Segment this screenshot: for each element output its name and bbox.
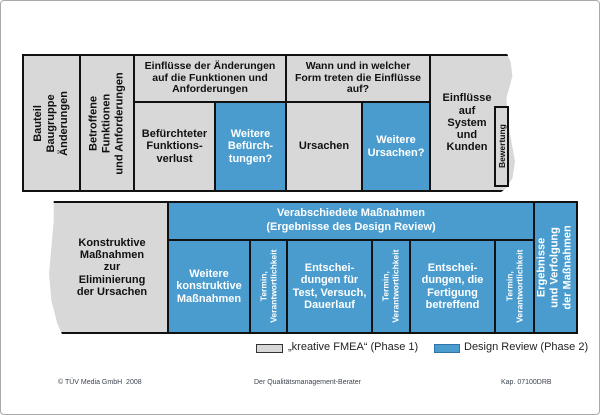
cell-konstruktive-massnahmen: Konstruktive Maßnahmen zur Eliminierung … (49, 201, 167, 334)
cell-entscheidungen-test-label: Entschei- dungen für Test, Versuch, Daue… (292, 261, 367, 311)
cell-befuerchteter-funktionsverlust-label: Befürchteter Funktions- verlust (141, 128, 208, 165)
header-wann-einfluesse: Wann und in welcher Form treten die Einf… (285, 54, 429, 101)
cell-weitere-befuerchtungen: Weitere Befürch- tungen? (214, 101, 285, 192)
cell-bewertung-label: Bewertung (496, 124, 507, 169)
cell-termin-1: Termin, Verantwortlichkeit (249, 239, 286, 334)
cell-entscheidungen-fertigung-label: Entschei- dungen, die Fertigung betreffe… (421, 261, 484, 311)
cell-bauteil: Bauteil Baugruppe Änderungen (22, 54, 79, 192)
cell-ursachen: Ursachen (285, 101, 361, 192)
cell-termin-2-label: Termin, Verantwortlichkeit (380, 249, 401, 324)
cell-konstruktive-massnahmen-label: Konstruktive Maßnahmen zur Eliminierung … (76, 236, 148, 298)
header-verabschiedete-massnahmen-label: Verabschiedete Maßnahmen (Ergebnisse des… (266, 207, 436, 233)
cell-weitere-ursachen-label: Weitere Ursachen? (367, 134, 425, 159)
footer-copyright: © TÜV Media GmbH 2008 (58, 379, 142, 386)
cell-entscheidungen-test: Entschei- dungen für Test, Versuch, Daue… (286, 239, 371, 334)
header-einfluesse-aenderungen: Einflüsse der Änderungen auf die Funktio… (133, 54, 285, 101)
cell-ursachen-label: Ursachen (298, 140, 350, 153)
legend-phase1-swatch (256, 344, 283, 353)
cell-weitere-konstruktive-label: Weitere konstruktive Maßnahmen (176, 268, 242, 305)
cell-weitere-konstruktive: Weitere konstruktive Maßnahmen (167, 239, 249, 334)
cell-entscheidungen-fertigung: Entschei- dungen, die Fertigung betreffe… (409, 239, 494, 334)
footer-chapter-ref: Kap. 07100DRB (501, 379, 552, 386)
header-wann-einfluesse-label: Wann und in welcher Form treten die Einf… (294, 59, 422, 96)
cell-ergebnisse-verfolgung: Ergebnisse und Verfolgung der Maßnahmen (533, 201, 578, 334)
cell-ergebnisse-verfolgung-label: Ergebnisse und Verfolgung der Maßnahmen (536, 225, 574, 310)
legend-phase2-label: Design Review (Phase 2) (464, 341, 589, 353)
cell-betroffene-funktionen-label: Betroffene Funktionen und Anforderungen (87, 71, 126, 175)
cell-weitere-ursachen: Weitere Ursachen? (361, 101, 429, 192)
cell-betroffene-funktionen: Betroffene Funktionen und Anforderungen (79, 54, 133, 192)
cell-befuerchteter-funktionsverlust: Befürchteter Funktions- verlust (133, 101, 214, 192)
legend-phase1-label: „kreative FMEA“ (Phase 1) (288, 341, 419, 353)
header-verabschiedete-massnahmen: Verabschiedete Maßnahmen (Ergebnisse des… (167, 201, 533, 239)
design-review-bottom-table: Konstruktive Maßnahmen zur Eliminierung … (49, 201, 578, 334)
footer-publication-title: Der Qualitätsmanagement-Berater (254, 379, 361, 386)
cell-termin-1-label: Termin, Verantwortlichkeit (258, 249, 279, 324)
cell-bauteil-label: Bauteil Baugruppe Änderungen (32, 90, 70, 156)
cell-bewertung: Bewertung (494, 106, 509, 187)
legend-phase2-swatch (434, 344, 460, 353)
cell-termin-3-label: Termin, Verantwortlichkeit (504, 249, 525, 324)
cell-termin-3: Termin, Verantwortlichkeit (494, 239, 533, 334)
fmea-top-table: Bauteil Baugruppe Änderungen Betroffene … (22, 54, 515, 192)
cell-weitere-befuerchtungen-label: Weitere Befürch- tungen? (227, 128, 274, 165)
cell-termin-2: Termin, Verantwortlichkeit (371, 239, 409, 334)
header-einfluesse-aenderungen-label: Einflüsse der Änderungen auf die Funktio… (144, 59, 276, 96)
cell-einfluesse-system-kunden-label: Einflüsse auf System und Kunden (442, 92, 492, 154)
